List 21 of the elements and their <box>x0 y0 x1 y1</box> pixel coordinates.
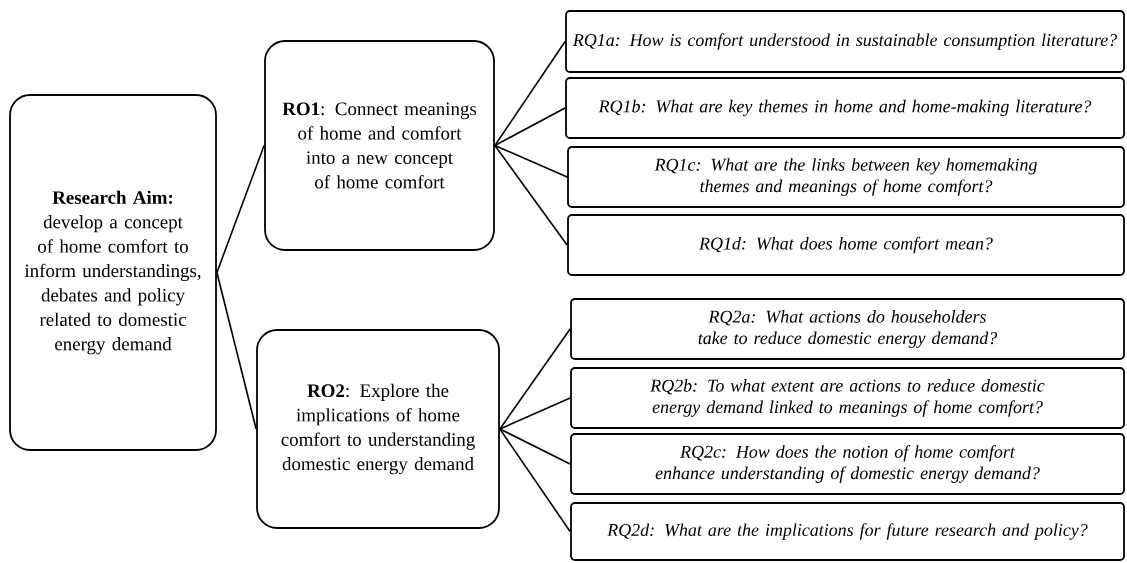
connector-line <box>216 144 265 274</box>
connector-line <box>494 107 566 147</box>
connector-line <box>494 144 568 178</box>
question-box: RQ2a: What actions do householders take to reduce domestic energy demand? <box>570 298 1125 360</box>
connector-line <box>499 428 571 533</box>
connector-line <box>494 40 566 147</box>
connector-line <box>499 397 571 430</box>
connector-line <box>494 144 568 246</box>
objective-box: RO1: Connect meanings of home and comfort into a new concept of home comfort <box>264 40 495 251</box>
objective-box: RO2: Explore the implications of home comfort to understanding domestic energy demand <box>256 329 500 529</box>
aim-box: Research Aim: develop a concept of home comfort to inform understandings, debates and policy related to domestic energy demand <box>9 94 217 451</box>
question-box: RQ1b: What are key themes in home and home-making literature? <box>565 77 1125 139</box>
question-box: RQ2b: To what extent are actions to reduce domestic energy demand linked to meanings of home comfort? <box>570 367 1125 429</box>
connector-line <box>499 328 571 430</box>
question-box: RQ2d: What are the implications for future research and policy? <box>570 502 1125 561</box>
connector-line <box>499 428 571 465</box>
question-box: RQ1c: What are the links between key homemaking themes and meanings of home comfort? <box>567 146 1125 208</box>
question-box: RQ1d: What does home comfort mean? <box>567 214 1125 276</box>
connector-line <box>216 271 257 430</box>
question-box: RQ1a: How is comfort understood in sustainable consumption literature? <box>565 10 1125 73</box>
question-box: RQ2c: How does the notion of home comfort enhance understanding of domestic energy demand? <box>570 433 1125 495</box>
